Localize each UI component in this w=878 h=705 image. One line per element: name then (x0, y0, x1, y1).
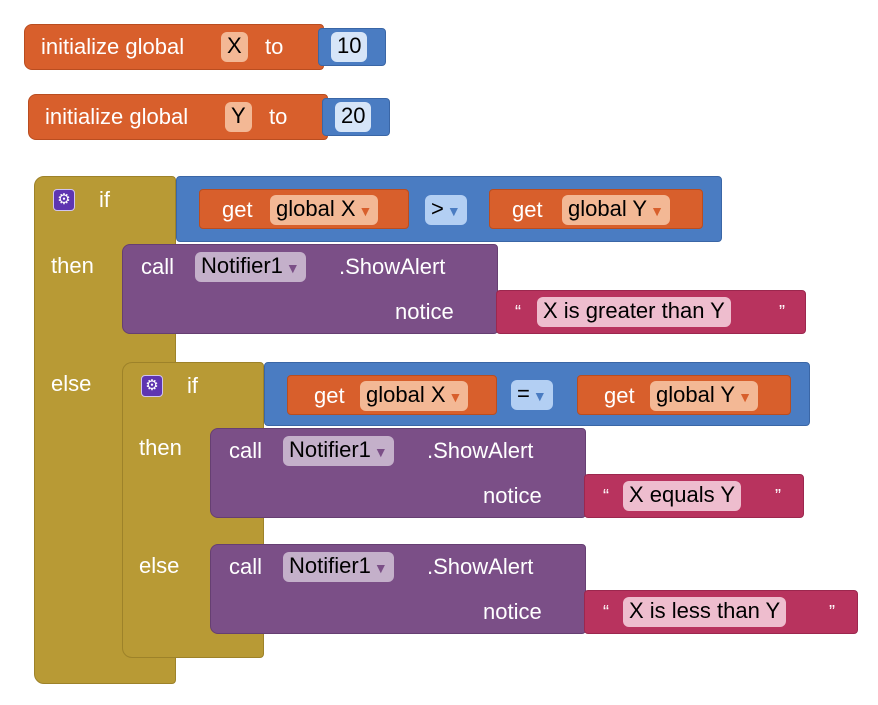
open-quote: “ (603, 602, 609, 622)
compare-block-greater[interactable]: get global X▼ >▼ get global Y▼ (176, 176, 722, 242)
operator: = (517, 381, 530, 406)
open-quote: “ (603, 486, 609, 506)
text-block-less[interactable]: “ X is less than Y ” (584, 590, 858, 634)
notice-label: notice (395, 299, 454, 324)
dropdown-arrow-icon: ▼ (650, 203, 664, 219)
text-field[interactable]: X equals Y (623, 481, 742, 511)
variable-name: global Y (656, 382, 736, 407)
if-label: if (187, 373, 198, 398)
variable-name-field[interactable]: X (221, 32, 248, 62)
dropdown-arrow-icon: ▼ (285, 260, 300, 276)
get-label: get (222, 197, 253, 222)
get-label: get (512, 197, 543, 222)
notice-label: notice (483, 483, 542, 508)
method-label: .ShowAlert (339, 254, 446, 279)
variable-dropdown[interactable]: global X▼ (270, 195, 379, 225)
component-dropdown[interactable]: Notifier1▼ (283, 552, 394, 582)
dropdown-arrow-icon: ▼ (448, 389, 463, 405)
number-field[interactable]: 10 (331, 32, 368, 62)
to-label: to (269, 104, 288, 129)
variable-name: global X (366, 382, 446, 407)
compare-block-equal[interactable]: get global X▼ =▼ get global Y▼ (264, 362, 810, 426)
dropdown-arrow-icon: ▼ (446, 203, 461, 219)
else-label: else (139, 553, 180, 578)
operator: > (431, 196, 444, 221)
number-block-10[interactable]: 10 (318, 28, 386, 66)
number-field[interactable]: 20 (335, 102, 372, 132)
gear-icon[interactable]: ⚙ (53, 189, 75, 211)
text-field[interactable]: X is less than Y (623, 597, 787, 627)
operator-dropdown[interactable]: >▼ (425, 195, 467, 225)
notice-label: notice (483, 599, 542, 624)
init-label: initialize global (45, 104, 189, 129)
call-label: call (229, 438, 263, 463)
show-alert-call-greater[interactable]: call Notifier1▼ .ShowAlert notice (122, 244, 498, 334)
text-block-equal[interactable]: “ X equals Y ” (584, 474, 804, 518)
variable-name-field[interactable]: Y (225, 102, 252, 132)
init-global-y-block[interactable]: initialize global Y to (28, 94, 328, 140)
variable-dropdown[interactable]: global X▼ (360, 381, 469, 411)
method-label: .ShowAlert (427, 438, 534, 463)
close-quote: ” (775, 486, 781, 506)
component-dropdown[interactable]: Notifier1▼ (195, 252, 306, 282)
show-alert-call-equal[interactable]: call Notifier1▼ .ShowAlert notice (210, 428, 586, 518)
else-label: else (51, 371, 92, 396)
open-quote: “ (515, 302, 521, 322)
dropdown-arrow-icon: ▼ (738, 389, 752, 405)
variable-name: global Y (568, 196, 648, 221)
call-label: call (229, 554, 263, 579)
text-field[interactable]: X is greater than Y (537, 297, 731, 327)
variable-dropdown[interactable]: global Y▼ (562, 195, 670, 225)
close-quote: ” (829, 602, 835, 622)
variable-dropdown[interactable]: global Y▼ (650, 381, 758, 411)
then-label: then (51, 253, 94, 278)
dropdown-arrow-icon: ▼ (373, 444, 388, 460)
init-global-x-block[interactable]: initialize global X to (24, 24, 324, 70)
variable-name: global X (276, 196, 356, 221)
dropdown-arrow-icon: ▼ (358, 203, 373, 219)
get-global-x-block[interactable]: get global X▼ (287, 375, 497, 415)
then-label: then (139, 435, 182, 460)
text-block-greater[interactable]: “ X is greater than Y ” (496, 290, 806, 334)
method-label: .ShowAlert (427, 554, 534, 579)
component-name: Notifier1 (201, 253, 283, 278)
get-global-x-block[interactable]: get global X▼ (199, 189, 409, 229)
if-label: if (99, 187, 110, 212)
component-name: Notifier1 (289, 553, 371, 578)
call-label: call (141, 254, 175, 279)
to-label: to (265, 34, 284, 59)
operator-dropdown[interactable]: =▼ (511, 380, 553, 410)
number-block-20[interactable]: 20 (322, 98, 390, 136)
close-quote: ” (779, 302, 785, 322)
show-alert-call-less[interactable]: call Notifier1▼ .ShowAlert notice (210, 544, 586, 634)
component-dropdown[interactable]: Notifier1▼ (283, 436, 394, 466)
dropdown-arrow-icon: ▼ (373, 560, 388, 576)
dropdown-arrow-icon: ▼ (532, 388, 547, 404)
component-name: Notifier1 (289, 437, 371, 462)
get-global-y-block[interactable]: get global Y▼ (489, 189, 703, 229)
get-global-y-block[interactable]: get global Y▼ (577, 375, 791, 415)
get-label: get (604, 383, 635, 408)
init-label: initialize global (41, 34, 185, 59)
get-label: get (314, 383, 345, 408)
gear-icon[interactable]: ⚙ (141, 375, 163, 397)
